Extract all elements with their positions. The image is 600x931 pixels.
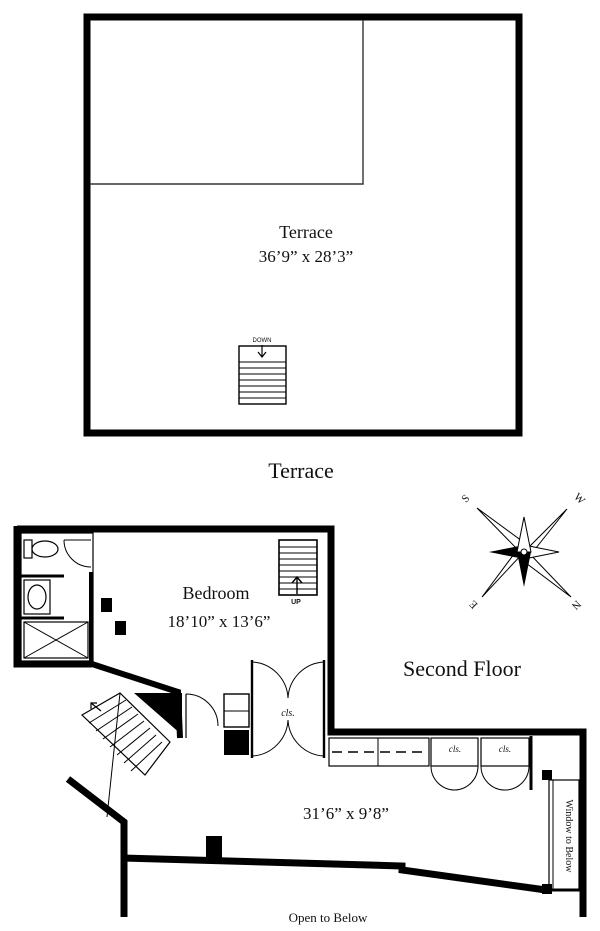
- bedroom-closet: [250, 660, 326, 758]
- outer-wall-left: [13, 526, 92, 668]
- outer-wall-lower-left: [65, 776, 128, 917]
- terrace-stair: [238, 345, 287, 405]
- second-floor-title: Second Floor: [403, 656, 522, 681]
- hall-closet-2-label: cls.: [499, 744, 511, 754]
- column-1: [101, 598, 112, 612]
- terrace-stair-label: DOWN: [253, 338, 272, 344]
- bedroom-name: Bedroom: [183, 583, 250, 603]
- shower-icon: [23, 621, 89, 659]
- bedroom-door-swing: [185, 693, 219, 738]
- compass-label-n: N: [569, 598, 583, 612]
- compass-label-s: S: [459, 492, 472, 505]
- toilet-icon: [23, 539, 59, 559]
- terrace-room-name: Terrace: [279, 222, 333, 242]
- hall-closet-1-label: cls.: [449, 744, 461, 754]
- window-to-below: [548, 779, 580, 891]
- lower-stair: [81, 692, 171, 818]
- terrace-inner-zone-outline: [90, 20, 364, 185]
- outer-wall-top-right: [17, 525, 587, 917]
- bedroom-stair: [278, 539, 318, 596]
- compass-rose-icon: [476, 507, 572, 598]
- window-label: Window to Below: [563, 800, 574, 874]
- compass-label-w: W: [571, 491, 587, 507]
- column-3: [224, 730, 249, 755]
- compass-label-e: E: [467, 597, 480, 610]
- hall-built-in: [328, 737, 430, 767]
- column-4: [206, 836, 222, 858]
- outer-wall-bottom: [123, 854, 547, 894]
- sink-icon: [23, 579, 51, 615]
- second-floor-plan: UP Bedroom 18’10” x 13’6”: [13, 525, 587, 925]
- open-to-below-label: Open to Below: [289, 910, 368, 925]
- bedroom-closet-label: cls.: [281, 708, 295, 719]
- lower-stair-arrow-icon: [90, 702, 102, 712]
- window-post-top: [542, 770, 552, 780]
- bedroom-dims: 18’10” x 13’6”: [168, 612, 271, 631]
- terrace-outer-wall: [83, 13, 523, 437]
- hall-dims: 31’6” x 9’8”: [303, 804, 389, 823]
- terrace-plan: Terrace 36’9” x 28’3” DOWN Terrace: [83, 13, 523, 483]
- terrace-room-dims: 36’9” x 28’3”: [259, 247, 353, 266]
- hall-closet-2: [480, 737, 530, 791]
- hall-closet-1: [430, 737, 479, 791]
- stair-void-fill: [134, 693, 182, 735]
- window-post-bottom: [542, 884, 552, 894]
- bathroom-door-swing: [63, 539, 92, 568]
- terrace-caption: Terrace: [268, 458, 334, 483]
- column-2: [115, 621, 126, 635]
- bedroom-stair-label: UP: [291, 599, 301, 606]
